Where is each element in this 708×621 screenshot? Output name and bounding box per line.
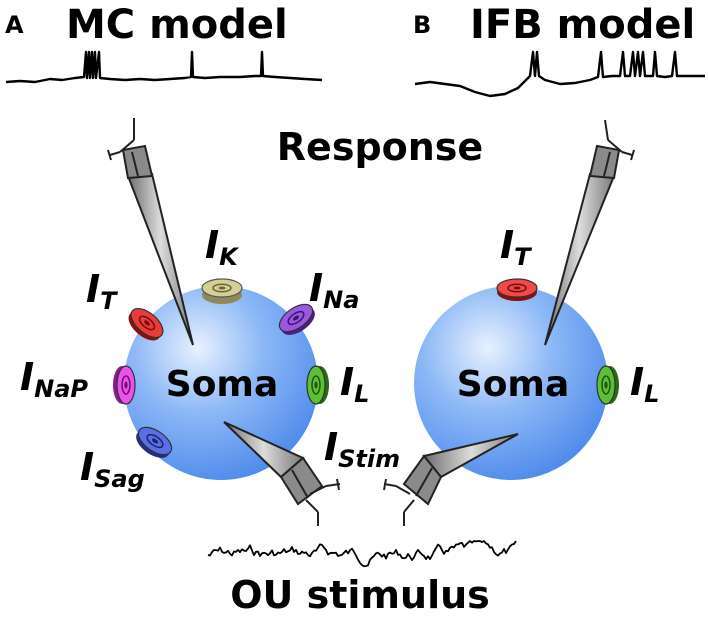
panel-b-soma-label: Soma xyxy=(457,364,569,405)
channel-it-b xyxy=(496,278,538,301)
panel-b-soma xyxy=(414,286,608,480)
panel-a-response-trace xyxy=(5,50,323,84)
panel-a-title: MC model xyxy=(66,2,288,48)
ou-stimulus-trace xyxy=(207,540,517,568)
channel-ik xyxy=(201,278,243,304)
channel-it-a xyxy=(128,307,164,341)
panel-b-letter: B xyxy=(413,11,431,39)
channel-isag xyxy=(136,426,173,458)
panel-b-response-trace xyxy=(414,50,705,98)
panel-a-soma-label: Soma xyxy=(166,364,278,405)
panel-b-title: IFB model xyxy=(470,2,695,48)
response-label: Response xyxy=(277,125,483,169)
channel-inap xyxy=(113,365,136,405)
panel-b-stimulus-electrode xyxy=(383,433,519,526)
label-istim: IStim xyxy=(324,425,400,473)
label-it-a: IT xyxy=(86,267,118,315)
label-il-b: IL xyxy=(630,360,659,408)
panel-a-soma xyxy=(124,286,318,480)
panel-b-recording-electrode xyxy=(544,119,635,346)
channel-ina xyxy=(278,303,315,335)
label-ina: INa xyxy=(309,266,359,314)
stimulus-label: OU stimulus xyxy=(230,573,490,616)
label-isag: ISag xyxy=(80,445,145,493)
label-ik: IK xyxy=(205,223,240,271)
panel-a-letter: A xyxy=(5,11,24,39)
label-it-b: IT xyxy=(500,223,532,271)
panel-a-recording-electrode xyxy=(107,118,194,346)
channel-il-a xyxy=(306,365,329,405)
label-inap: INaP xyxy=(20,355,88,403)
channel-il-b xyxy=(596,365,619,405)
label-il-a: IL xyxy=(340,360,369,408)
panel-a-stimulus-electrode xyxy=(223,421,341,526)
